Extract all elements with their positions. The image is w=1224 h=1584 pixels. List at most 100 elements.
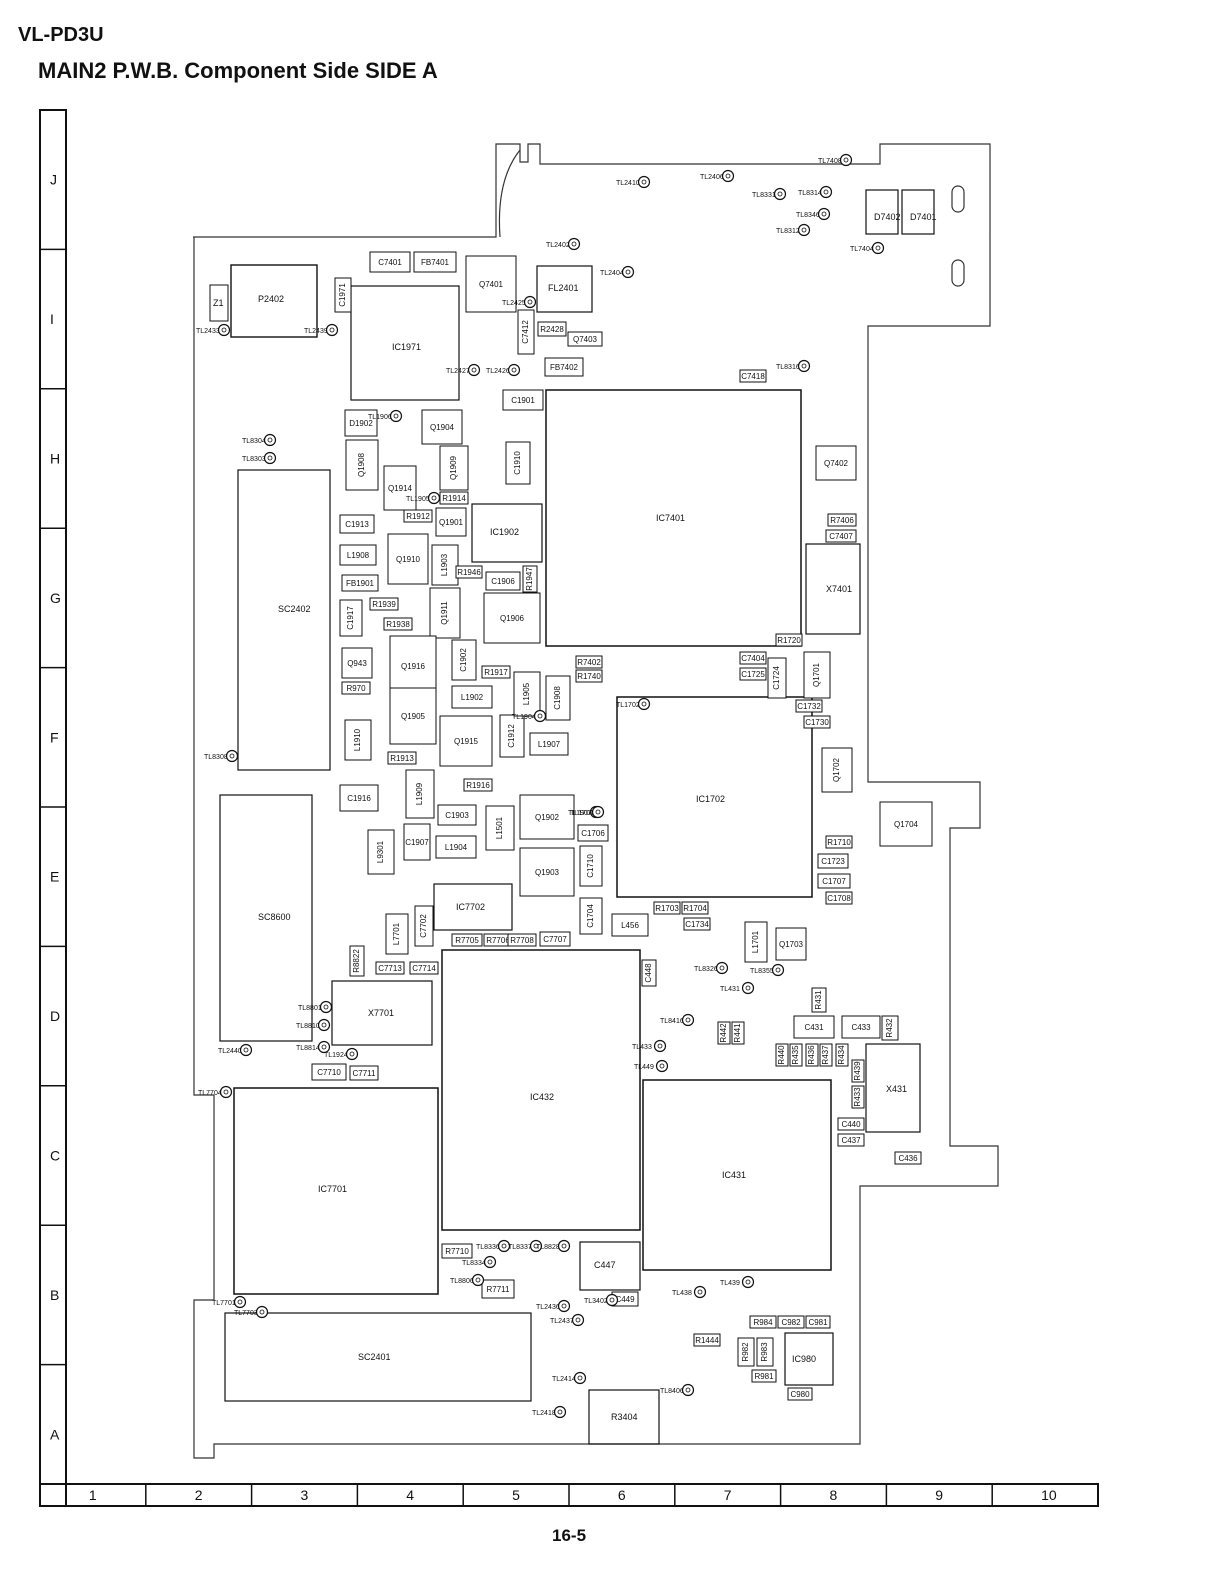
svg-text:Q1915: Q1915 — [454, 737, 479, 746]
board-outline — [193, 143, 999, 1459]
q1704-part: Q1704 — [879, 801, 933, 847]
test-point: TL439 — [720, 1275, 755, 1289]
q1909-part: Q1909 — [439, 445, 469, 491]
svg-text:IC1702: IC1702 — [696, 794, 725, 804]
svg-text:TL8416: TL8416 — [660, 1018, 684, 1025]
svg-text:C440: C440 — [841, 1120, 861, 1129]
test-point: TL8406 — [660, 1383, 695, 1397]
c1917-part: C1917 — [339, 599, 363, 637]
svg-text:R1703: R1703 — [655, 904, 679, 913]
svg-text:TL8801: TL8801 — [298, 1005, 322, 1012]
sc2402: SC2402 — [237, 469, 331, 771]
l1903-part: L1903 — [431, 544, 459, 586]
l1902-part: L1902 — [451, 685, 493, 709]
r7402-part: R7402 — [575, 655, 603, 669]
svg-text:TL2414: TL2414 — [552, 1376, 576, 1383]
r435-part: R435 — [789, 1043, 803, 1067]
c1913-part: C1913 — [339, 514, 375, 534]
svg-text:IC432: IC432 — [530, 1092, 554, 1102]
test-point: TL1905 — [406, 491, 441, 505]
test-point: TL1924 — [324, 1047, 359, 1061]
r1914-part: R1914 — [439, 491, 469, 505]
l456-part: L456 — [611, 913, 649, 937]
r3404: R3404 — [588, 1389, 660, 1445]
svg-text:TL8406: TL8406 — [660, 1388, 684, 1395]
r1912-part: R1912 — [403, 509, 433, 523]
c448-part: C448 — [641, 959, 657, 987]
r2428-part: R2428 — [537, 321, 567, 337]
c7404-part: C7404 — [739, 651, 767, 665]
svg-text:C7418: C7418 — [741, 372, 765, 381]
svg-text:C1706: C1706 — [581, 829, 605, 838]
test-point: TL7703 — [234, 1305, 269, 1319]
r8822-part: R8822 — [349, 945, 365, 977]
l1907-part: L1907 — [529, 732, 569, 756]
svg-text:R1938: R1938 — [386, 620, 410, 629]
c1903-part: C1903 — [437, 804, 477, 826]
svg-text:Q1916: Q1916 — [401, 662, 426, 671]
grid-row-label: G — [50, 590, 61, 606]
svg-text:FB1901: FB1901 — [346, 579, 375, 588]
svg-text:Q1903: Q1903 — [535, 868, 560, 877]
svg-text:TL8303: TL8303 — [242, 456, 266, 463]
svg-text:Q1701: Q1701 — [812, 662, 821, 687]
svg-text:Q1703: Q1703 — [779, 940, 804, 949]
r437-part: R437 — [819, 1043, 833, 1067]
svg-text:R981: R981 — [754, 1372, 774, 1381]
test-point: TL7408 — [818, 153, 853, 167]
test-point: TL2406 — [700, 169, 735, 183]
svg-text:Q1908: Q1908 — [357, 452, 366, 477]
svg-text:C7412: C7412 — [521, 320, 530, 344]
test-point: TL8331 — [752, 187, 787, 201]
grid-row-label: F — [50, 729, 59, 745]
svg-text:TL1905: TL1905 — [406, 496, 430, 503]
r982-part: R982 — [737, 1337, 755, 1367]
x431: X431 — [865, 1043, 921, 1133]
c436-part: C436 — [894, 1151, 922, 1165]
page-number: 16-5 — [552, 1526, 587, 1545]
svg-text:X7401: X7401 — [826, 584, 852, 594]
svg-text:TL8336: TL8336 — [476, 1244, 500, 1251]
q943-part: Q943 — [341, 647, 373, 679]
test-point: TL2402 — [546, 237, 581, 251]
c447: C447 — [579, 1241, 641, 1291]
svg-text:C447: C447 — [594, 1260, 616, 1270]
svg-text:C448: C448 — [644, 963, 653, 983]
svg-text:R433: R433 — [853, 1087, 862, 1107]
l1908-part: L1908 — [339, 544, 377, 566]
svg-text:R1913: R1913 — [390, 754, 414, 763]
test-point: TL2414 — [552, 1371, 587, 1385]
svg-text:R1720: R1720 — [777, 636, 801, 645]
svg-text:TL8314: TL8314 — [798, 190, 822, 197]
test-point: TL8801 — [298, 1000, 333, 1014]
svg-text:TL2426: TL2426 — [486, 368, 510, 375]
c7714-part: C7714 — [409, 961, 439, 975]
c1723-part: C1723 — [817, 853, 849, 869]
svg-text:TL8337: TL8337 — [508, 1244, 532, 1251]
z1: Z1 — [209, 284, 229, 322]
svg-text:C1704: C1704 — [586, 904, 595, 928]
svg-text:Q1909: Q1909 — [449, 455, 458, 480]
grid-column-label: 4 — [406, 1487, 414, 1503]
svg-text:Q1702: Q1702 — [832, 757, 841, 782]
svg-text:X7701: X7701 — [368, 1008, 394, 1018]
svg-text:TL8814: TL8814 — [296, 1045, 320, 1052]
large-components: IC7401 IC1702 IC432 IC431 IC7701 IC1971 … — [209, 189, 937, 1445]
svg-text:R1939: R1939 — [372, 600, 396, 609]
svg-text:TL1702: TL1702 — [616, 702, 640, 709]
grid-row-label: H — [50, 451, 60, 467]
svg-text:SC2401: SC2401 — [358, 1352, 391, 1362]
c7412-part: C7412 — [517, 309, 535, 355]
fb7401-part: FB7401 — [413, 251, 457, 273]
grid-column-label: 10 — [1041, 1487, 1057, 1503]
r1740-part: R1740 — [575, 669, 603, 683]
c1916-part: C1916 — [339, 784, 379, 812]
svg-text:L1501: L1501 — [495, 816, 504, 839]
svg-text:R435: R435 — [791, 1045, 800, 1065]
svg-text:TL7408: TL7408 — [818, 158, 842, 165]
svg-text:TL8810: TL8810 — [296, 1023, 320, 1030]
c7713-part: C7713 — [375, 961, 405, 975]
l9301-part: L9301 — [367, 829, 395, 875]
